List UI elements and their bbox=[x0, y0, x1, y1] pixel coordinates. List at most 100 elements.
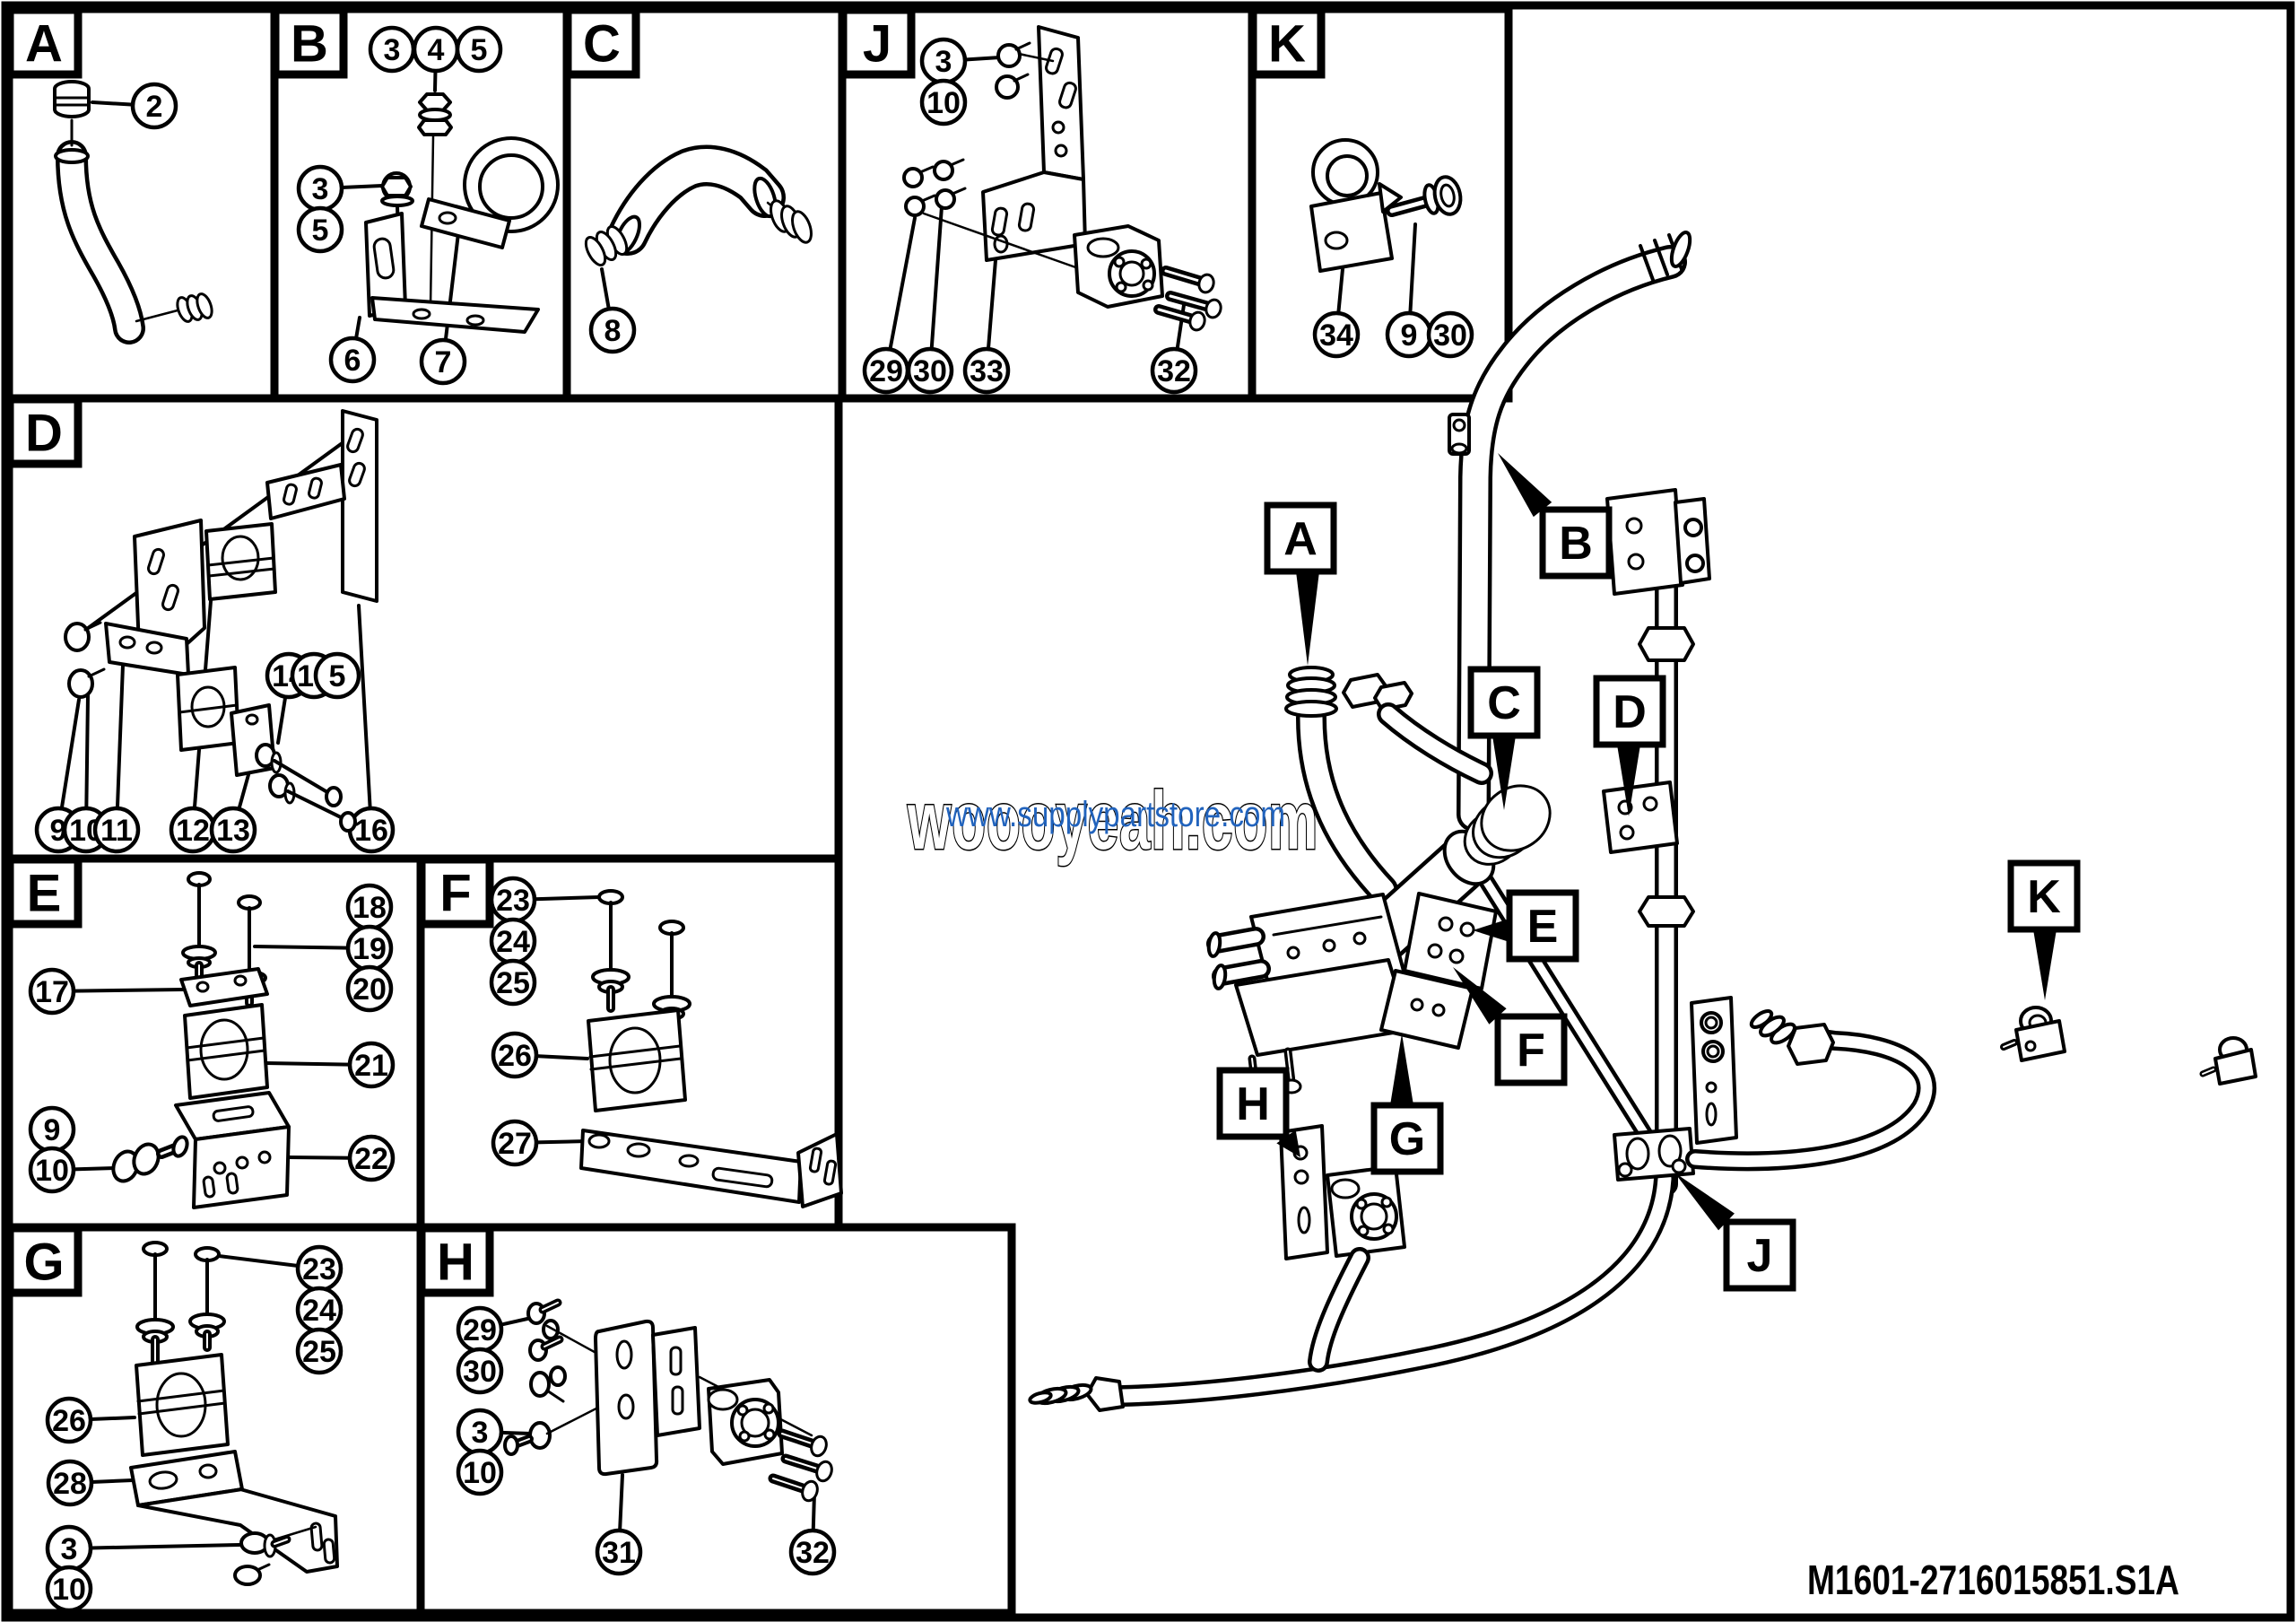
callout-leader-6 bbox=[354, 316, 361, 341]
callout-leader-16 bbox=[357, 604, 372, 811]
callout-leader-26 bbox=[534, 1054, 589, 1060]
label-box-G bbox=[1370, 1102, 1444, 1175]
callout-3: 3 bbox=[368, 25, 416, 74]
panel-letter-H: H bbox=[437, 1234, 474, 1292]
callout-number-32: 32 bbox=[1157, 354, 1191, 388]
callout-26: 26 bbox=[491, 1031, 589, 1079]
panel-k-artwork bbox=[1309, 138, 1463, 273]
callout-10: 10 bbox=[919, 78, 968, 126]
panel-b-artwork bbox=[364, 92, 560, 334]
panel-letter-F: F bbox=[439, 865, 471, 923]
callout-number-20: 20 bbox=[352, 972, 387, 1007]
label-pointer-D bbox=[1617, 745, 1640, 816]
callout-number-23: 23 bbox=[496, 884, 530, 918]
callout-23: 23 bbox=[217, 1244, 344, 1293]
callout-circle-2 bbox=[130, 82, 178, 130]
callout-circle-11 bbox=[92, 806, 141, 854]
callout-number-3: 3 bbox=[472, 1416, 489, 1450]
callout-17: 17 bbox=[28, 967, 185, 1016]
panel-letter-D: D bbox=[25, 405, 63, 463]
panel-letter-box-F bbox=[417, 855, 494, 929]
callout-circle-6 bbox=[328, 336, 377, 384]
label-box-F bbox=[1494, 1013, 1568, 1086]
callout-number-30: 30 bbox=[913, 354, 947, 388]
panel-letter-box-E bbox=[5, 855, 83, 929]
callout-8: 8 bbox=[588, 267, 637, 354]
panel-g-artwork bbox=[129, 1241, 339, 1586]
panel-letter-J: J bbox=[863, 15, 891, 74]
callout-34: 34 bbox=[1312, 267, 1361, 359]
callout-circle-26 bbox=[491, 1031, 539, 1079]
callout-3: 3 bbox=[296, 164, 384, 213]
callout-number-16: 16 bbox=[354, 814, 388, 848]
panel-letter-box-J bbox=[839, 5, 916, 79]
callout-leader-8 bbox=[600, 267, 611, 311]
callout-25: 25 bbox=[489, 958, 537, 1007]
callout-leader-10 bbox=[84, 693, 90, 811]
panel-e-artwork bbox=[111, 871, 291, 1209]
assembly-label-E: E bbox=[1473, 889, 1579, 963]
label-letter-F: F bbox=[1517, 1025, 1545, 1077]
label-box-E bbox=[1506, 889, 1579, 963]
label-box-A bbox=[1264, 501, 1337, 575]
panel-letter-box-A bbox=[5, 5, 83, 79]
callout-circle-21 bbox=[347, 1041, 396, 1089]
assembly-label-F: F bbox=[1453, 967, 1568, 1086]
label-box-D bbox=[1593, 675, 1666, 748]
callout-number-3: 3 bbox=[935, 45, 952, 79]
callout-13: 13 bbox=[209, 770, 257, 854]
callout-30: 30 bbox=[906, 205, 954, 395]
callout-number-32: 32 bbox=[796, 1536, 830, 1570]
label-letter-K: K bbox=[2027, 871, 2061, 923]
panel-d-artwork bbox=[64, 409, 378, 833]
assembly-label-D: D bbox=[1593, 675, 1666, 816]
callout-3: 3 bbox=[45, 1524, 242, 1573]
callout-number-24: 24 bbox=[302, 1294, 336, 1328]
callout-number-8: 8 bbox=[604, 314, 622, 348]
callout-leader-19 bbox=[253, 945, 351, 950]
callout-circle-27 bbox=[491, 1119, 539, 1167]
callout-circle-30 bbox=[456, 1347, 504, 1395]
callout-number-33: 33 bbox=[970, 354, 1004, 388]
diagram-artwork bbox=[53, 25, 2257, 1586]
label-box-C bbox=[1467, 666, 1541, 739]
label-letter-H: H bbox=[1236, 1078, 1270, 1130]
callout-number-27: 27 bbox=[498, 1127, 532, 1161]
callout-leader-21 bbox=[264, 1061, 352, 1067]
callout-number-17: 17 bbox=[35, 975, 69, 1009]
panel-letter-box-K bbox=[1248, 5, 1326, 79]
callout-circle-10 bbox=[28, 1146, 76, 1194]
callout-number-30: 30 bbox=[1433, 318, 1467, 353]
callout-21: 21 bbox=[264, 1041, 396, 1089]
label-pointer-B bbox=[1498, 453, 1552, 518]
label-pointer-F bbox=[1453, 967, 1507, 1025]
panel-A: A2 bbox=[4, 4, 279, 403]
callout-25: 25 bbox=[295, 1327, 344, 1375]
callout-number-10: 10 bbox=[52, 1573, 86, 1607]
label-pointer-C bbox=[1492, 736, 1516, 810]
callout-number-34: 34 bbox=[1319, 318, 1353, 353]
callout-circle-8 bbox=[588, 306, 637, 354]
panel-border-H bbox=[416, 1223, 1016, 1618]
callout-22: 22 bbox=[285, 1134, 396, 1182]
label-pointer-A bbox=[1296, 571, 1319, 666]
panel-f-artwork bbox=[579, 889, 843, 1208]
callout-leader-31 bbox=[618, 1473, 624, 1533]
callout-number-9: 9 bbox=[1401, 318, 1418, 353]
callout-leader-29 bbox=[499, 1317, 529, 1327]
assembly-label-H: H bbox=[1216, 1067, 1300, 1157]
callout-number-29: 29 bbox=[463, 1313, 497, 1347]
label-pointer-G bbox=[1390, 1033, 1413, 1105]
callout-number-3: 3 bbox=[61, 1532, 78, 1566]
callout-10: 10 bbox=[28, 1146, 117, 1194]
label-pointer-E bbox=[1473, 919, 1509, 942]
callout-leader-3 bbox=[499, 1430, 533, 1435]
callout-number-5: 5 bbox=[312, 214, 329, 248]
callout-circle-22 bbox=[347, 1134, 396, 1182]
callout-number-10: 10 bbox=[463, 1456, 497, 1490]
callout-number-31: 31 bbox=[602, 1536, 636, 1570]
callout-number-5: 5 bbox=[471, 33, 488, 67]
label-box-J bbox=[1723, 1218, 1796, 1292]
